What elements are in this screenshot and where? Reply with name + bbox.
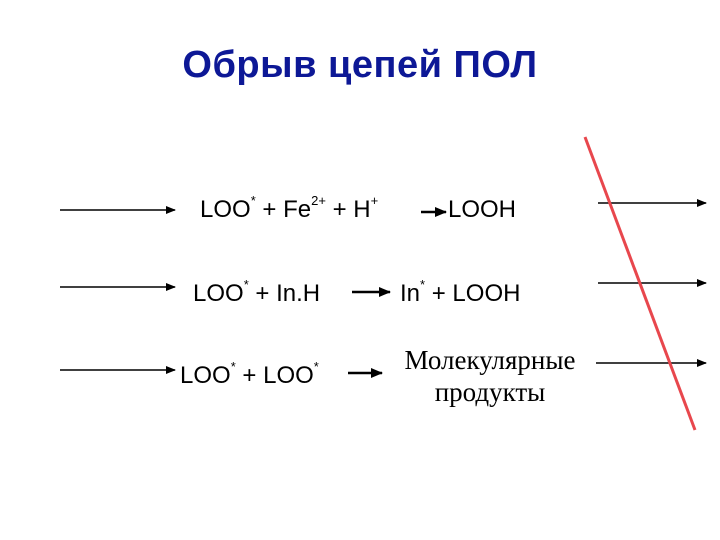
radical-mark: *	[243, 277, 249, 292]
reaction-1-reactants: LOO* + Fe2+ + H+	[200, 193, 379, 224]
reaction-2-products: In* + LOOH	[400, 277, 521, 308]
product-in: In	[400, 280, 421, 307]
reaction-2-reactants: LOO* + In.H	[193, 277, 321, 308]
reaction-3-reactants: LOO* + LOO*	[180, 359, 319, 390]
reactant-fe: + Fe	[255, 196, 312, 223]
reactant-loo: LOO	[180, 362, 231, 389]
radical-mark: *	[230, 359, 236, 374]
page-title: Обрыв цепей ПОЛ	[182, 44, 538, 86]
radical-mark: *	[250, 193, 256, 208]
reactant-loo: LOO	[193, 280, 244, 307]
strike-line	[583, 136, 697, 431]
charge-h: +	[370, 193, 379, 208]
reaction-3-product: Молекулярные продукты	[385, 344, 595, 408]
charge-fe: 2+	[311, 193, 326, 208]
product-line-2: продукты	[434, 377, 546, 407]
radical-mark: *	[420, 277, 426, 292]
reaction-1-product: LOOH	[448, 196, 517, 223]
reactant-loo: LOO	[200, 196, 251, 223]
reactant-loo-2: + LOO	[235, 362, 314, 389]
product-line-1: Молекулярные	[404, 345, 576, 375]
reactant-h: + H	[325, 196, 371, 223]
reactant-inh: + In.H	[248, 280, 321, 307]
radical-mark-2: *	[313, 359, 319, 374]
product-looh: + LOOH	[425, 280, 521, 307]
